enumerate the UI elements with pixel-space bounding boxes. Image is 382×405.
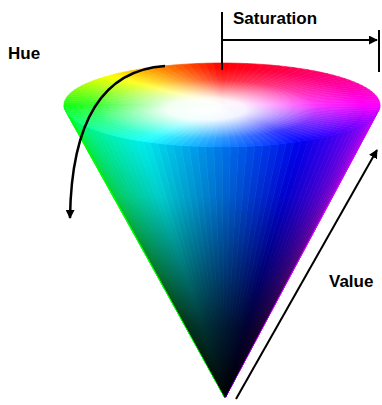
- saturation-arrow: [222, 39, 377, 41]
- cone-side: [64, 105, 380, 398]
- cone-top-disc: [64, 63, 380, 147]
- saturation-whitening: [64, 63, 380, 147]
- hue-label: Hue: [8, 44, 40, 64]
- value-label: Value: [329, 272, 373, 292]
- value-shading: [64, 105, 380, 398]
- saturation-label: Saturation: [233, 9, 317, 29]
- saturation-bracket: [378, 30, 380, 72]
- hue-arrow: [70, 66, 165, 218]
- value-arrow: [236, 150, 377, 399]
